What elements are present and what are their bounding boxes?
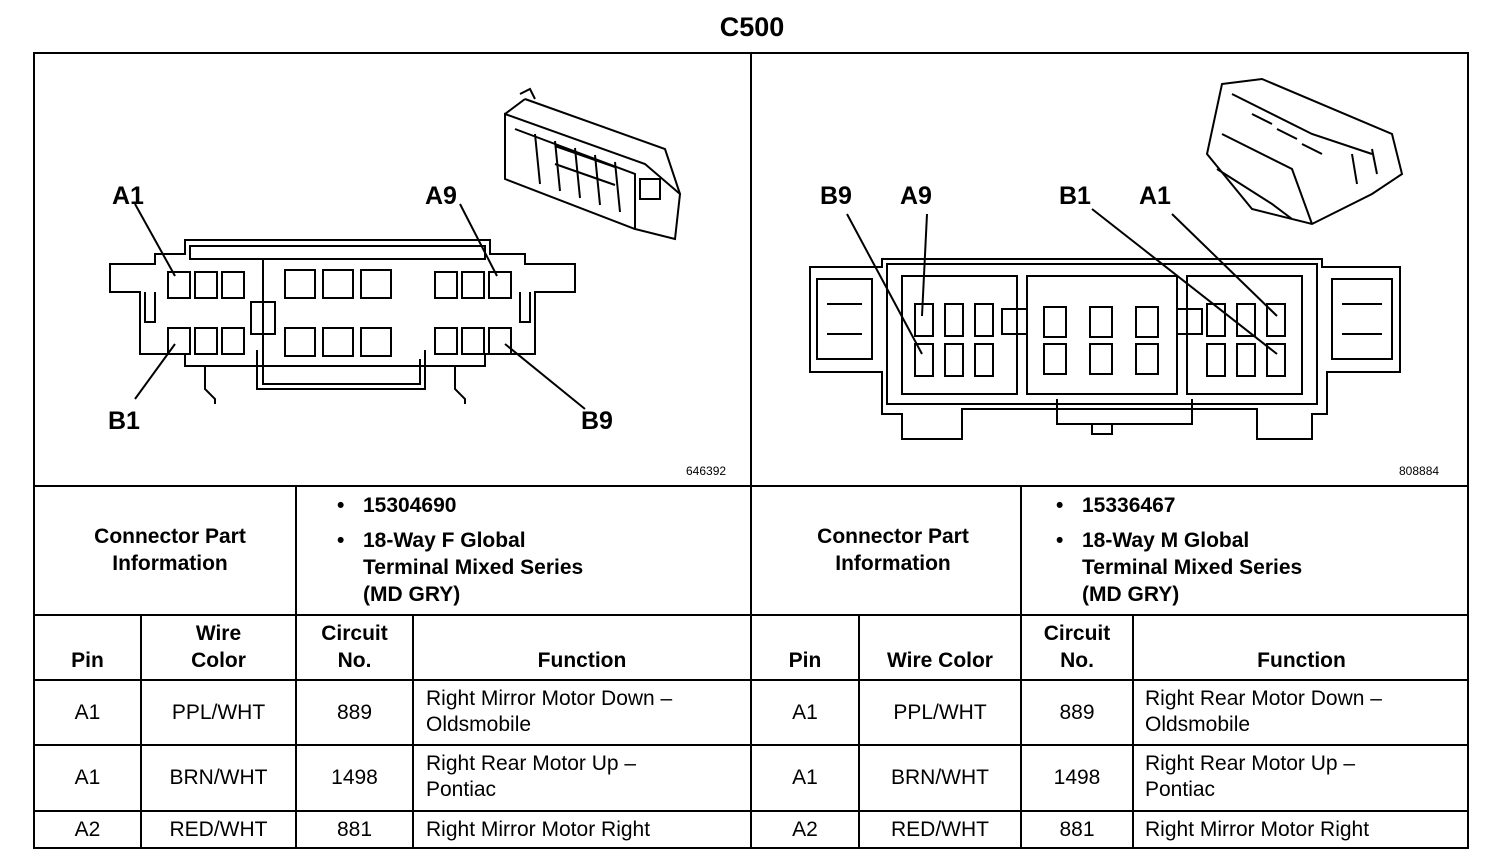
cell-pin: A1 [74, 701, 101, 724]
divider-partinfo [33, 614, 1469, 616]
divider-header [33, 679, 1469, 681]
col-divider [858, 614, 860, 849]
cell-wire-color: BRN/WHT [891, 766, 989, 789]
pin-label-b9: B9 [581, 407, 613, 435]
description-line3: (MD GRY) [1082, 583, 1180, 606]
cell-circuit: 889 [336, 701, 373, 724]
left-part-info: • 15304690 • 18-Way F Global Terminal Mixe… [337, 492, 737, 608]
header-pin: Pin [788, 649, 822, 672]
center-divider [750, 52, 752, 849]
col-divider [1132, 614, 1134, 849]
connector-isometric-sketch [1205, 77, 1404, 226]
cell-function: Right Mirror Motor Right [1145, 818, 1370, 841]
description-line1: 18-Way M Global [1082, 529, 1250, 552]
cell-pin: A2 [792, 818, 818, 841]
pin-label-a1: A1 [1139, 182, 1171, 210]
cell-pin: A1 [74, 766, 101, 789]
cell-circuit: 889 [1059, 701, 1095, 724]
cell-wire-color: RED/WHT [891, 818, 989, 841]
cell-wire-color: PPL/WHT [171, 701, 266, 724]
divider-row2 [33, 810, 1469, 812]
figure-number: 808884 [1399, 464, 1440, 478]
right-part-info: • 15336467 • 18-Way M Global Terminal Mixe… [1056, 492, 1456, 608]
cell-circuit: 881 [1059, 818, 1095, 841]
header-pin: Pin [71, 649, 104, 672]
col-divider [1020, 614, 1022, 849]
pin-label-a9: A9 [425, 182, 457, 210]
part-number: 15336467 [1082, 494, 1176, 517]
cell-pin: A1 [792, 701, 818, 724]
header-wire-color: Wire Color [887, 649, 993, 672]
figure-number: 646392 [686, 464, 727, 478]
bullet-icon: • [337, 494, 345, 517]
pin-label-a9: A9 [900, 182, 932, 210]
cell-function: Right Rear Motor Down –Oldsmobile [1145, 687, 1382, 736]
description-line2: Terminal Mixed Series [363, 556, 584, 579]
cell-function: Right Mirror Motor Down –Oldsmobile [426, 687, 673, 736]
bullet-icon: • [337, 529, 345, 552]
cell-wire-color: BRN/WHT [169, 766, 268, 789]
col-divider [140, 614, 142, 849]
divider-diagram [33, 485, 1469, 487]
cell-wire-color: RED/WHT [169, 818, 268, 841]
cell-wire-color: PPL/WHT [893, 701, 987, 724]
header-function: Function [1257, 649, 1346, 672]
cell-pin: A1 [792, 766, 818, 789]
cell-function: Right Mirror Motor Right [426, 818, 651, 841]
description-line2: Terminal Mixed Series [1082, 556, 1303, 579]
cell-circuit: 881 [336, 818, 373, 841]
pin-label-b9: B9 [820, 182, 852, 210]
divider-row1 [33, 744, 1469, 746]
cell-function: Right Rear Motor Up –Pontiac [1145, 752, 1356, 801]
left-connector-diagram: A1 A9 B1 B9 646392 [35, 54, 750, 484]
description-line3: (MD GRY) [363, 583, 461, 606]
cell-circuit: 1498 [1053, 766, 1101, 789]
bullet-icon: • [1056, 529, 1064, 552]
male-connector-drawing [809, 77, 1404, 440]
connector-part-information-label: Connector Part Information [94, 525, 246, 575]
page-title: C500 [719, 12, 785, 42]
pin-label-a1: A1 [112, 182, 144, 210]
cell-pin: A2 [74, 818, 101, 841]
col-divider [412, 614, 414, 849]
pin-label-b1: B1 [108, 407, 140, 435]
cell-circuit: 1498 [331, 766, 378, 789]
female-connector-drawing [109, 87, 682, 410]
right-connector-diagram: B9 A9 B1 A1 808884 [752, 54, 1467, 484]
connector-part-information-label: Connector Part Information [817, 525, 969, 575]
description-line1: 18-Way F Global [363, 529, 526, 552]
cell-function: Right Rear Motor Up –Pontiac [426, 752, 637, 801]
connector-isometric-sketch [504, 87, 682, 241]
col-divider [295, 614, 297, 849]
partinfo-divider-right [1020, 485, 1022, 615]
part-number: 15304690 [363, 494, 457, 517]
bullet-icon: • [1056, 494, 1064, 517]
pin-label-b1: B1 [1059, 182, 1091, 210]
header-function: Function [537, 649, 627, 672]
partinfo-divider-left [295, 485, 297, 615]
